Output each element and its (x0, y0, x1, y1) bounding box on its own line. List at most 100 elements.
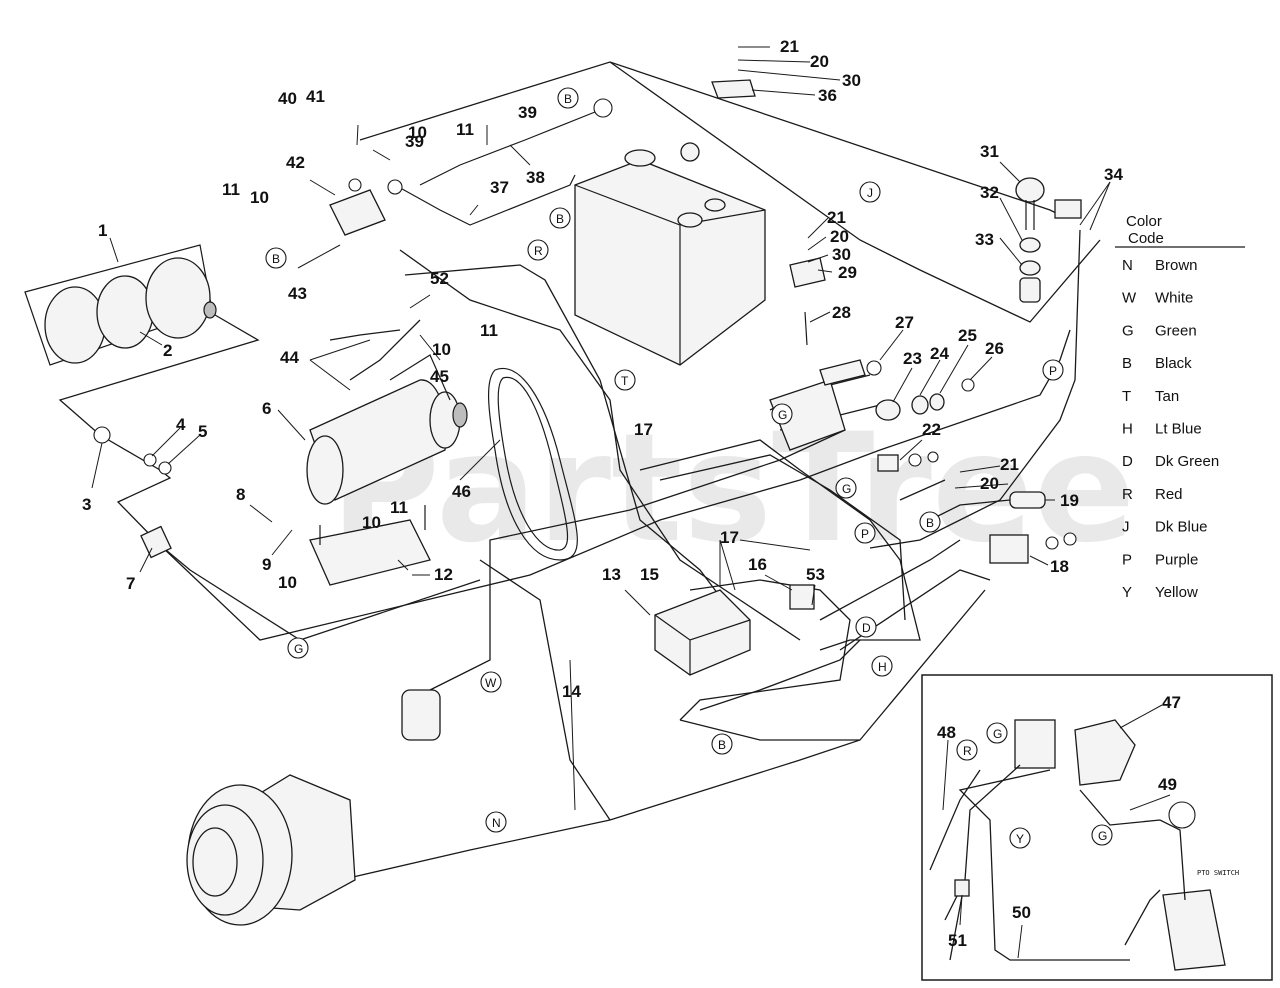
callout-24: 24 (930, 344, 949, 363)
callout-51: 51 (948, 931, 967, 950)
svg-text:B: B (926, 516, 934, 530)
callout-1: 1 (98, 221, 107, 240)
svg-text:W: W (485, 676, 497, 690)
wiring-harness (58, 61, 1101, 881)
callout-labels: 1 2 3 4 5 6 7 8 9 10 10 10 10 10 11 11 1… (82, 37, 1181, 950)
legend-code-d: D (1122, 453, 1133, 470)
legend-code-b: B (1122, 355, 1132, 372)
battery (574, 142, 766, 366)
svg-text:J: J (867, 186, 873, 200)
svg-text:P: P (861, 527, 869, 541)
callout-26: 26 (985, 339, 1004, 358)
callout-53: 53 (806, 565, 825, 584)
wire-marker-r-1: R (527, 239, 549, 261)
ignition-coil (309, 505, 431, 586)
pto-switch-label: PTO SWITCH (1197, 869, 1239, 877)
callout-20-c: 20 (830, 227, 849, 246)
callout-10-c: 10 (432, 340, 451, 359)
wire-marker-g-1: G (771, 403, 793, 425)
callout-11-b: 11 (480, 321, 498, 340)
svg-text:G: G (842, 482, 851, 496)
callout-10-a: 10 (278, 573, 297, 592)
callout-20-a: 20 (980, 474, 999, 493)
wire-marker-j: J (859, 181, 881, 203)
legend-color-b: Black (1155, 355, 1192, 372)
wire-marker-y: Y (1009, 827, 1031, 849)
wire-markers: B B B B B R R J T G G G G G P P D H W N … (265, 87, 1113, 849)
svg-text:B: B (718, 738, 726, 752)
callout-6: 6 (262, 399, 271, 418)
legend-code-r: R (1122, 486, 1133, 503)
wire-marker-b-5: B (711, 733, 733, 755)
callout-36: 36 (818, 86, 837, 105)
wire-marker-b-2: B (549, 207, 571, 229)
svg-text:N: N (492, 816, 501, 830)
switch-18 (989, 532, 1077, 564)
seat-switch (401, 689, 441, 741)
terminal-cap-stack (1015, 177, 1082, 303)
callout-11-c: 11 (222, 180, 240, 199)
callout-8: 8 (236, 485, 245, 504)
wire-marker-w: W (480, 671, 502, 693)
wire-marker-t: T (614, 369, 636, 391)
legend-color-g: Green (1155, 322, 1197, 339)
callout-10-e: 10 (408, 123, 427, 142)
svg-text:B: B (272, 252, 280, 266)
callout-2: 2 (163, 341, 172, 360)
wire-marker-g-4: G (986, 722, 1008, 744)
callout-46: 46 (452, 482, 471, 501)
pin-28 (804, 311, 808, 346)
wire-marker-b-3: B (265, 247, 287, 269)
callout-47: 47 (1162, 693, 1181, 712)
wire-marker-h: H (871, 655, 893, 677)
callout-13: 13 (602, 565, 621, 584)
callout-32: 32 (980, 183, 999, 202)
callout-19: 19 (1060, 491, 1079, 510)
callout-31: 31 (980, 142, 999, 161)
callout-43: 43 (288, 284, 307, 303)
svg-text:T: T (621, 374, 629, 388)
callout-17-a: 17 (634, 420, 653, 439)
starter-generator (306, 354, 468, 505)
wire-marker-n: N (485, 811, 507, 833)
legend-color-h: Lt Blue (1155, 421, 1202, 438)
legend-color-t: Tan (1155, 388, 1179, 405)
wire-marker-p-2: P (854, 522, 876, 544)
callout-37: 37 (490, 178, 509, 197)
callout-11-d: 11 (456, 120, 474, 139)
callout-28: 28 (832, 303, 851, 322)
svg-text:B: B (564, 92, 572, 106)
legend-title-1: Color (1126, 213, 1162, 230)
callout-52: 52 (430, 269, 449, 288)
legend-color-p: Purple (1155, 551, 1198, 568)
callout-25: 25 (958, 326, 977, 345)
callout-21-b: 21 (780, 37, 799, 56)
legend-color-y: Yellow (1155, 584, 1198, 601)
callout-34: 34 (1104, 165, 1123, 184)
legend-color-j: Dk Blue (1155, 519, 1208, 536)
svg-text:G: G (778, 408, 787, 422)
callout-20-b: 20 (810, 52, 829, 71)
callout-5: 5 (198, 422, 207, 441)
legend-color-r: Red (1155, 486, 1183, 503)
callout-39-b: 39 (518, 103, 537, 122)
legend-code-p: P (1122, 551, 1132, 568)
callout-48: 48 (937, 723, 956, 742)
legend-code-j: J (1122, 519, 1130, 536)
callout-45: 45 (430, 367, 449, 386)
svg-text:Y: Y (1016, 832, 1024, 846)
light-switch (877, 451, 939, 472)
bracket-36 (711, 79, 756, 99)
svg-text:G: G (993, 727, 1002, 741)
callout-10-d: 10 (250, 188, 269, 207)
legend-code-h: H (1122, 421, 1133, 438)
svg-text:B: B (556, 212, 564, 226)
callout-21-c: 21 (827, 208, 846, 227)
svg-text:R: R (963, 744, 972, 758)
callout-23: 23 (903, 349, 922, 368)
legend-code-y: Y (1122, 584, 1132, 601)
legend-code-g: G (1122, 322, 1134, 339)
leader-lines (91, 46, 1171, 959)
